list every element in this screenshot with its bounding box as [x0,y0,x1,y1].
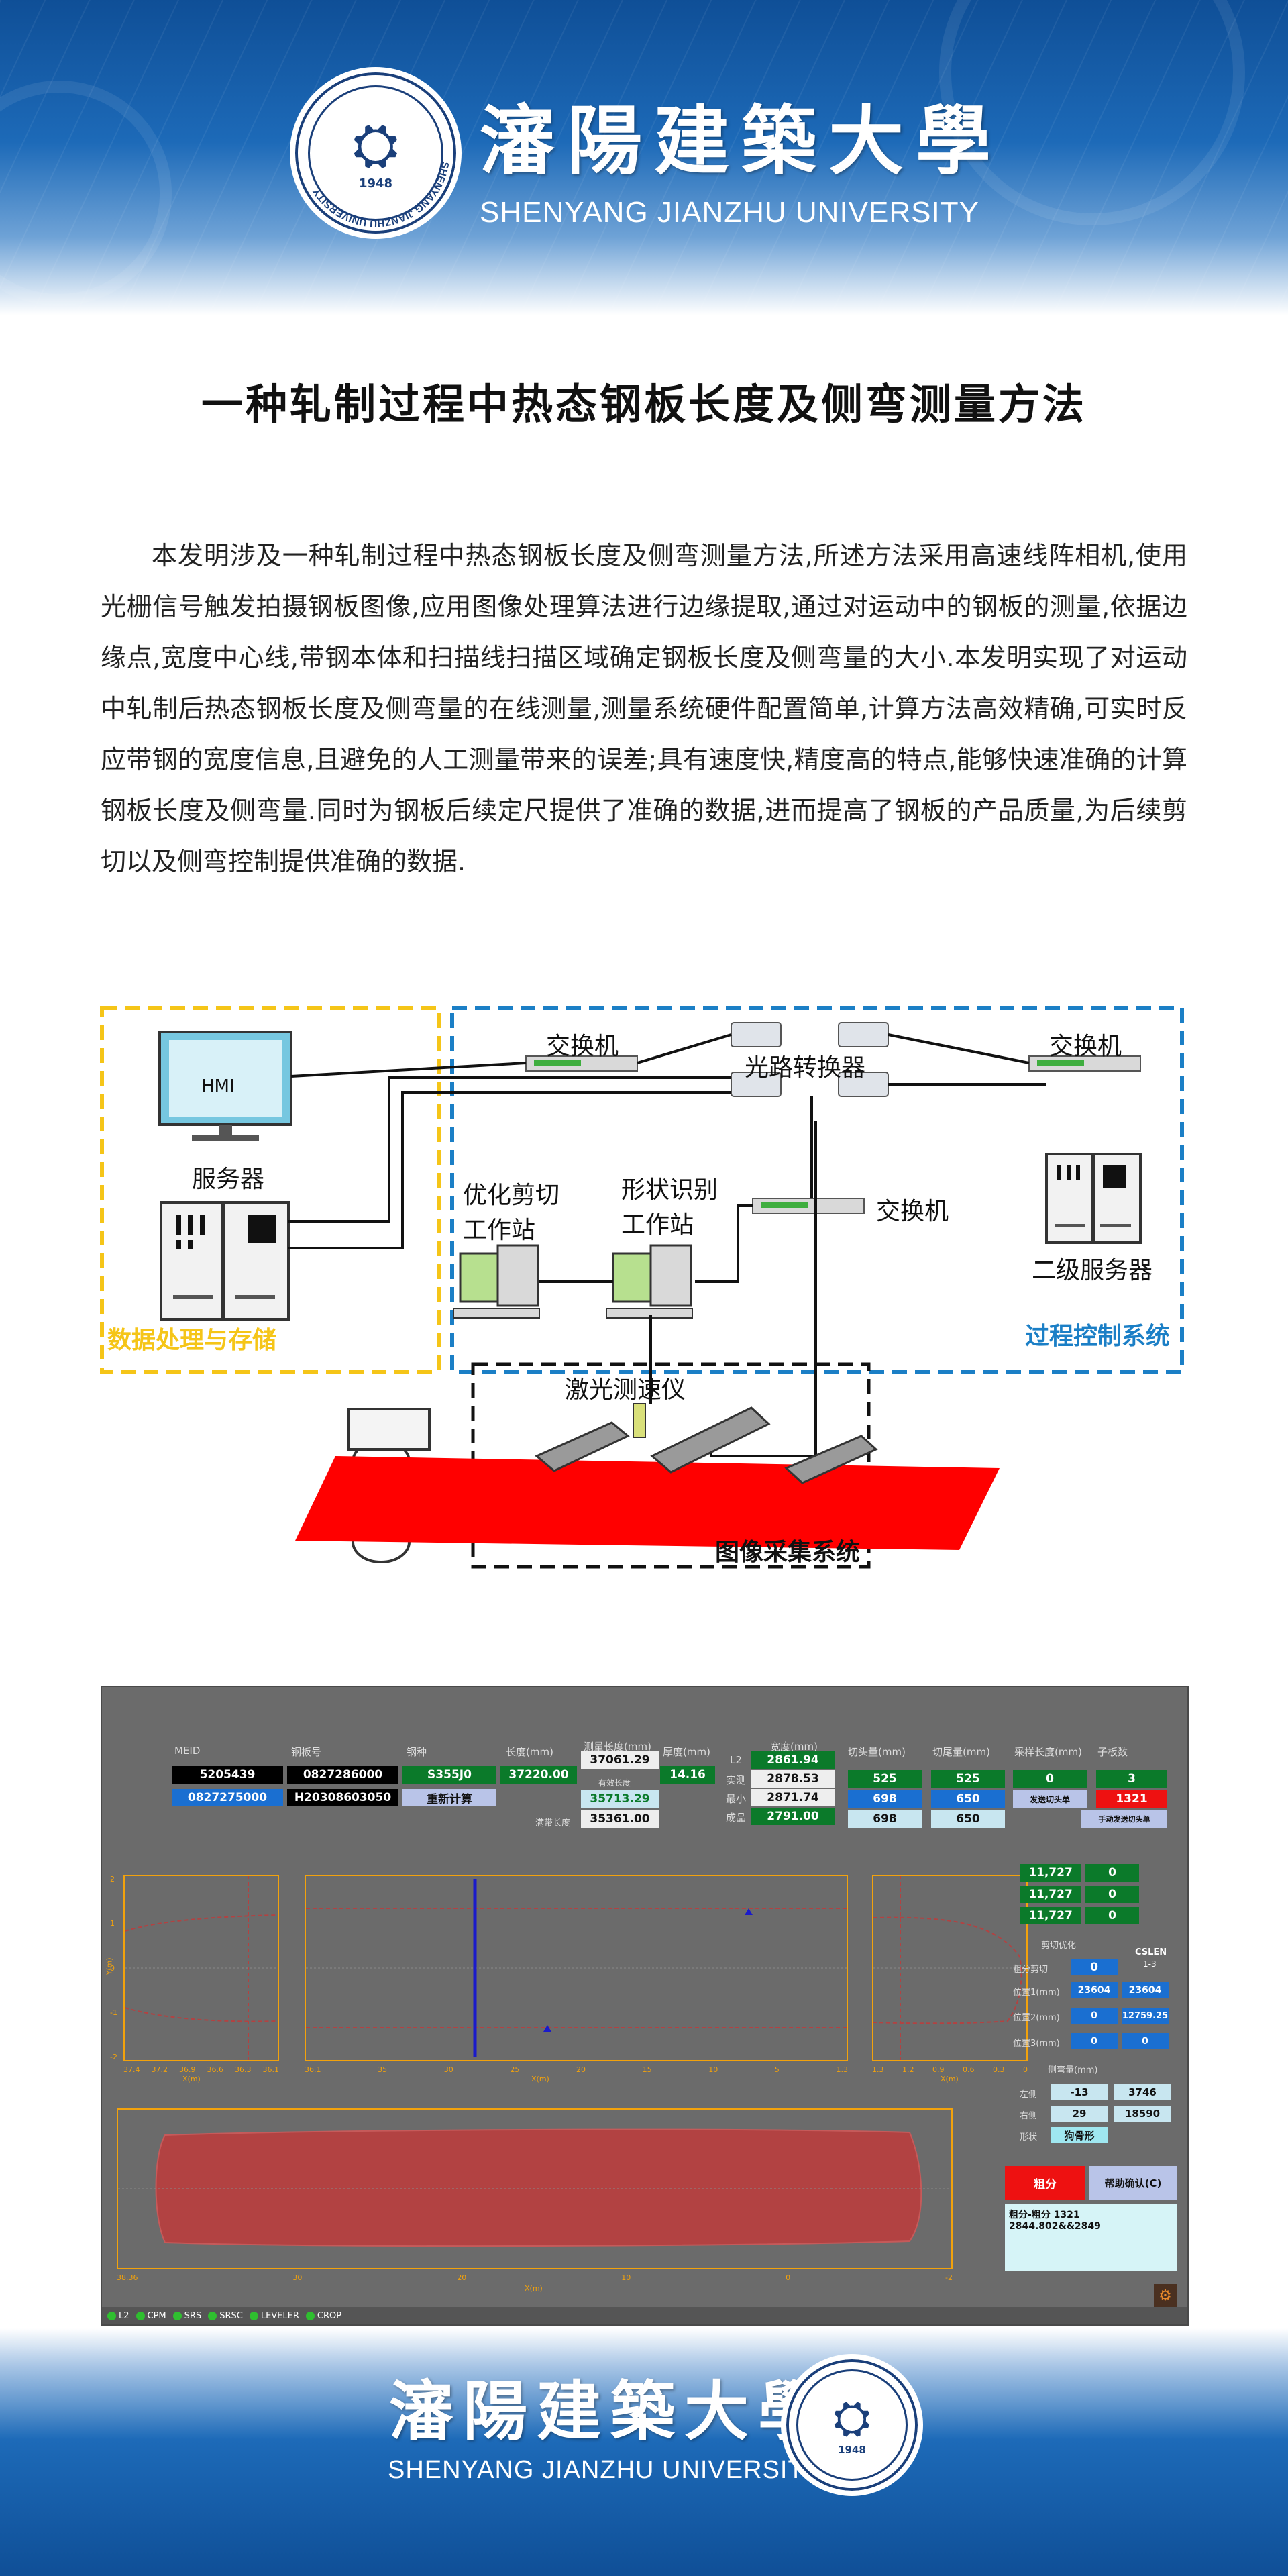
switch-right-label: 交换机 [1049,1033,1122,1060]
width-min-field: 2871.74 [751,1789,835,1806]
confirm-button[interactable]: 帮助确认(C) [1089,2166,1177,2200]
plate-id-field: H20308603050 [287,1789,398,1806]
emblem-mark: ⛭ [352,111,399,178]
usable-length-field: 35361.00 [581,1810,659,1828]
server-label: 服务器 [192,1166,265,1193]
plate-number-field: 0827286000 [287,1766,398,1784]
tail-cut-3-field: 650 [931,1810,1005,1828]
status-srs: SRS [172,2311,201,2321]
meid-field: 5205439 [172,1766,283,1784]
thickness-field: 14.16 [660,1766,715,1784]
status-l2: L2 [107,2311,129,2321]
footer-english-name: SHENYANG JIANZHU UNIVERSITY [388,2456,822,2484]
abstract-paragraph: 本发明涉及一种轧制过程中热态钢板长度及侧弯测量方法,所述方法采用高速线阵相机,使… [101,541,1187,876]
head-cut-1-field: 525 [848,1770,922,1788]
status-crop: CROP [305,2311,341,2321]
status-bar: L2 CPM SRS SRSC LEVELER CROP [102,2307,1187,2324]
university-emblem: SHENYANG JIANZHU UNIVERSITY ⛭ 1948 [290,67,462,239]
head-cut-2-field: 698 [848,1790,922,1808]
optical-converter-label: 光路转换器 [745,1054,866,1082]
l2-server-icon [1045,1153,1142,1244]
process-zone-border [450,1006,1184,1374]
page-title: 一种轧制过程中热态钢板长度及侧弯测量方法 [201,380,1087,429]
row3-value-a: 11,727 [1020,1907,1081,1924]
university-english-name: SHENYANG JIANZHU UNIVERSITY [480,196,979,229]
shape-workstation-icon [606,1244,693,1319]
row1-value-a: 11,727 [1020,1864,1081,1882]
laser-label: 激光测速仪 [565,1376,686,1404]
alarm-value-field: 1321 [1096,1790,1167,1808]
hmi-monitor-icon [158,1031,292,1141]
emblem-mark: ⛭ [833,2390,871,2445]
switch-mid-icon [752,1198,865,1214]
sample-length-field: 0 [1013,1770,1087,1788]
status-srsc: SRSC [208,2311,243,2321]
optical-converter-icons [731,1022,889,1097]
steel-plate [295,1456,1000,1550]
plate-outline-plot [117,2108,953,2269]
switch-mid-label: 交换机 [876,1198,949,1225]
head-cut-3-field: 698 [848,1810,922,1828]
tail-cut-1-field: 525 [931,1770,1005,1788]
hmi-label: HMI [201,1076,235,1096]
sub-plates-field: 3 [1096,1770,1167,1788]
grade-field: S355J0 [402,1766,496,1784]
status-cpm: CPM [136,2311,166,2321]
emblem-year: 1948 [358,176,393,191]
tail-cut-2-field: 650 [931,1790,1005,1808]
footer-banner: 瀋陽建築大學 SHENYANG JIANZHU UNIVERSITY ⛭ 194… [0,2328,1288,2576]
opt-workstation-label: 优化剪切 工作站 [463,1182,560,1244]
row1-value-b: 0 [1085,1864,1139,1882]
width-actual-field: 2878.53 [751,1770,835,1788]
tail-camber-plot [872,1875,1028,2061]
rough-cut-field: 0 [1071,1959,1118,1975]
server-icon [160,1201,290,1321]
decorative-gear [0,2328,241,2570]
footer-calligraphy: 瀋陽建築大學 [389,2373,832,2449]
meid-secondary-field: 0827275000 [172,1789,283,1806]
switch-right-icon [1028,1055,1141,1072]
body-camber-plot [305,1875,848,2061]
send-head-button[interactable]: 发送切头单 [1013,1790,1087,1808]
row2-value-a: 11,727 [1020,1886,1081,1903]
university-calligraphy: 瀋陽建築大學 [480,97,1003,185]
manual-send-button[interactable]: 手动发送切头单 [1081,1810,1167,1828]
log-panel: 粗分-粗分 1321 2844.802&&2849 [1005,2204,1177,2271]
data-zone-border [100,1006,441,1374]
row3-value-b: 0 [1085,1907,1139,1924]
measured-length-field: 37061.29 [581,1751,659,1769]
system-diagram: HMI 服务器 数据处理与存储 交换机 光路转换器 交换机 优化剪切 工作站 形… [0,993,1288,1610]
camera-icons [535,1406,878,1484]
recalc-button[interactable]: 重新计算 [402,1789,496,1806]
switch-top-label: 交换机 [546,1033,619,1060]
status-leveler: LEVELER [249,2311,299,2321]
process-zone-label: 过程控制系统 [1025,1323,1171,1350]
settings-gear-icon[interactable]: ⚙ [1154,2284,1177,2307]
laser-speedometer-icon [633,1403,646,1438]
header-banner: SHENYANG JIANZHU UNIVERSITY ⛭ 1948 瀋陽建築大… [0,0,1288,315]
rough-split-button[interactable]: 粗分 [1005,2166,1085,2200]
head-camber-plot [123,1875,279,2061]
measurement-software-screenshot: MEID 钢板号 钢种 长度(mm) 测量长度(mm) 有效长度 满带长度 厚度… [101,1686,1189,2326]
switch-top-icon [525,1055,638,1072]
width-finished-field: 2791.00 [751,1808,835,1825]
effective-length-field: 35713.29 [581,1790,659,1808]
shape-field: 狗骨形 [1051,2127,1108,2143]
row2-value-b: 0 [1085,1886,1139,1903]
image-zone-label: 图像采集系统 [715,1539,861,1566]
length-field: 37220.00 [500,1766,577,1784]
network-lines [288,1033,1046,1530]
shape-workstation-label: 形状识别 工作站 [621,1176,718,1239]
width-l2-field: 2861.94 [751,1751,835,1769]
svg-text:SHENYANG JIANZHU UNIVERSITY: SHENYANG JIANZHU UNIVERSITY [311,161,451,229]
data-zone-label: 数据处理与存储 [107,1327,277,1354]
footer-emblem: ⛭ 1948 [781,2354,923,2496]
optimize-workstation-icon [453,1244,540,1319]
l2-server-label: 二级服务器 [1032,1257,1153,1284]
